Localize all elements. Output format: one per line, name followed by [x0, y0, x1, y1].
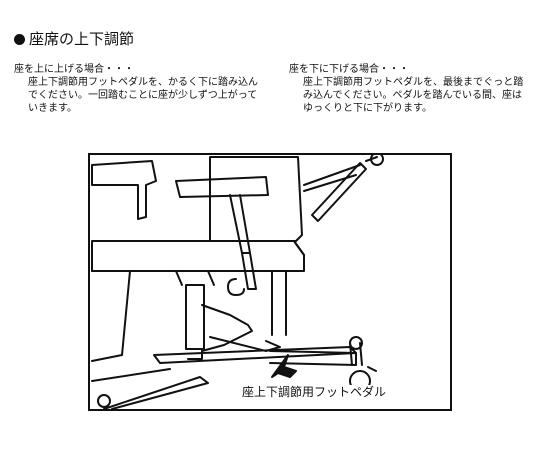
rear-caster: [97, 394, 111, 408]
base-rail: [91, 368, 171, 382]
rear-frame: [303, 164, 361, 192]
armrest-post: [229, 194, 251, 254]
base-frame: [153, 346, 357, 364]
caster-wheel: [349, 336, 363, 350]
bullet-icon: [14, 34, 25, 45]
seat-skirt: [91, 270, 131, 362]
lower-instructions: 座を下に下げる場合・・・ 座上下調節用フットペダルを、最後までぐっと踏み込んでく…: [289, 63, 529, 115]
section-title: 座席の上下調節: [14, 30, 134, 48]
backrest: [209, 156, 303, 242]
front-armrest: [91, 160, 157, 220]
arrow-icon: [271, 354, 297, 378]
pedal-linkage: [201, 304, 253, 352]
tilt-lever: [311, 162, 367, 222]
armrest-top: [175, 176, 269, 198]
chair-drawing: [91, 155, 384, 409]
hydraulic-column: [185, 284, 205, 350]
hook: [227, 278, 245, 296]
lower-heading: 座を下に下げる場合・・・: [289, 64, 409, 75]
base-leg: [103, 376, 209, 409]
seat-bracket: [175, 270, 215, 286]
raise-body: 座上下調節用フットペダルを、かるく下に踏み込んでください。一回踏むことに座が少し…: [28, 77, 258, 114]
section-title-text: 座席の上下調節: [29, 30, 135, 48]
pedal-callout: 座上下調節用フットペダル: [240, 385, 389, 399]
raise-heading: 座を上に上げる場合・・・: [14, 64, 134, 75]
seat-cushion: [91, 240, 305, 272]
raise-instructions: 座を上に上げる場合・・・ 座上下調節用フットペダルを、かるく下に踏み込んでくださ…: [14, 63, 264, 115]
rear-support: [271, 270, 287, 336]
lower-body: 座上下調節用フットペダルを、最後までぐっと踏み込んでください。ペダルを踏んでいる…: [303, 77, 524, 114]
chair-illustration: [88, 153, 452, 411]
